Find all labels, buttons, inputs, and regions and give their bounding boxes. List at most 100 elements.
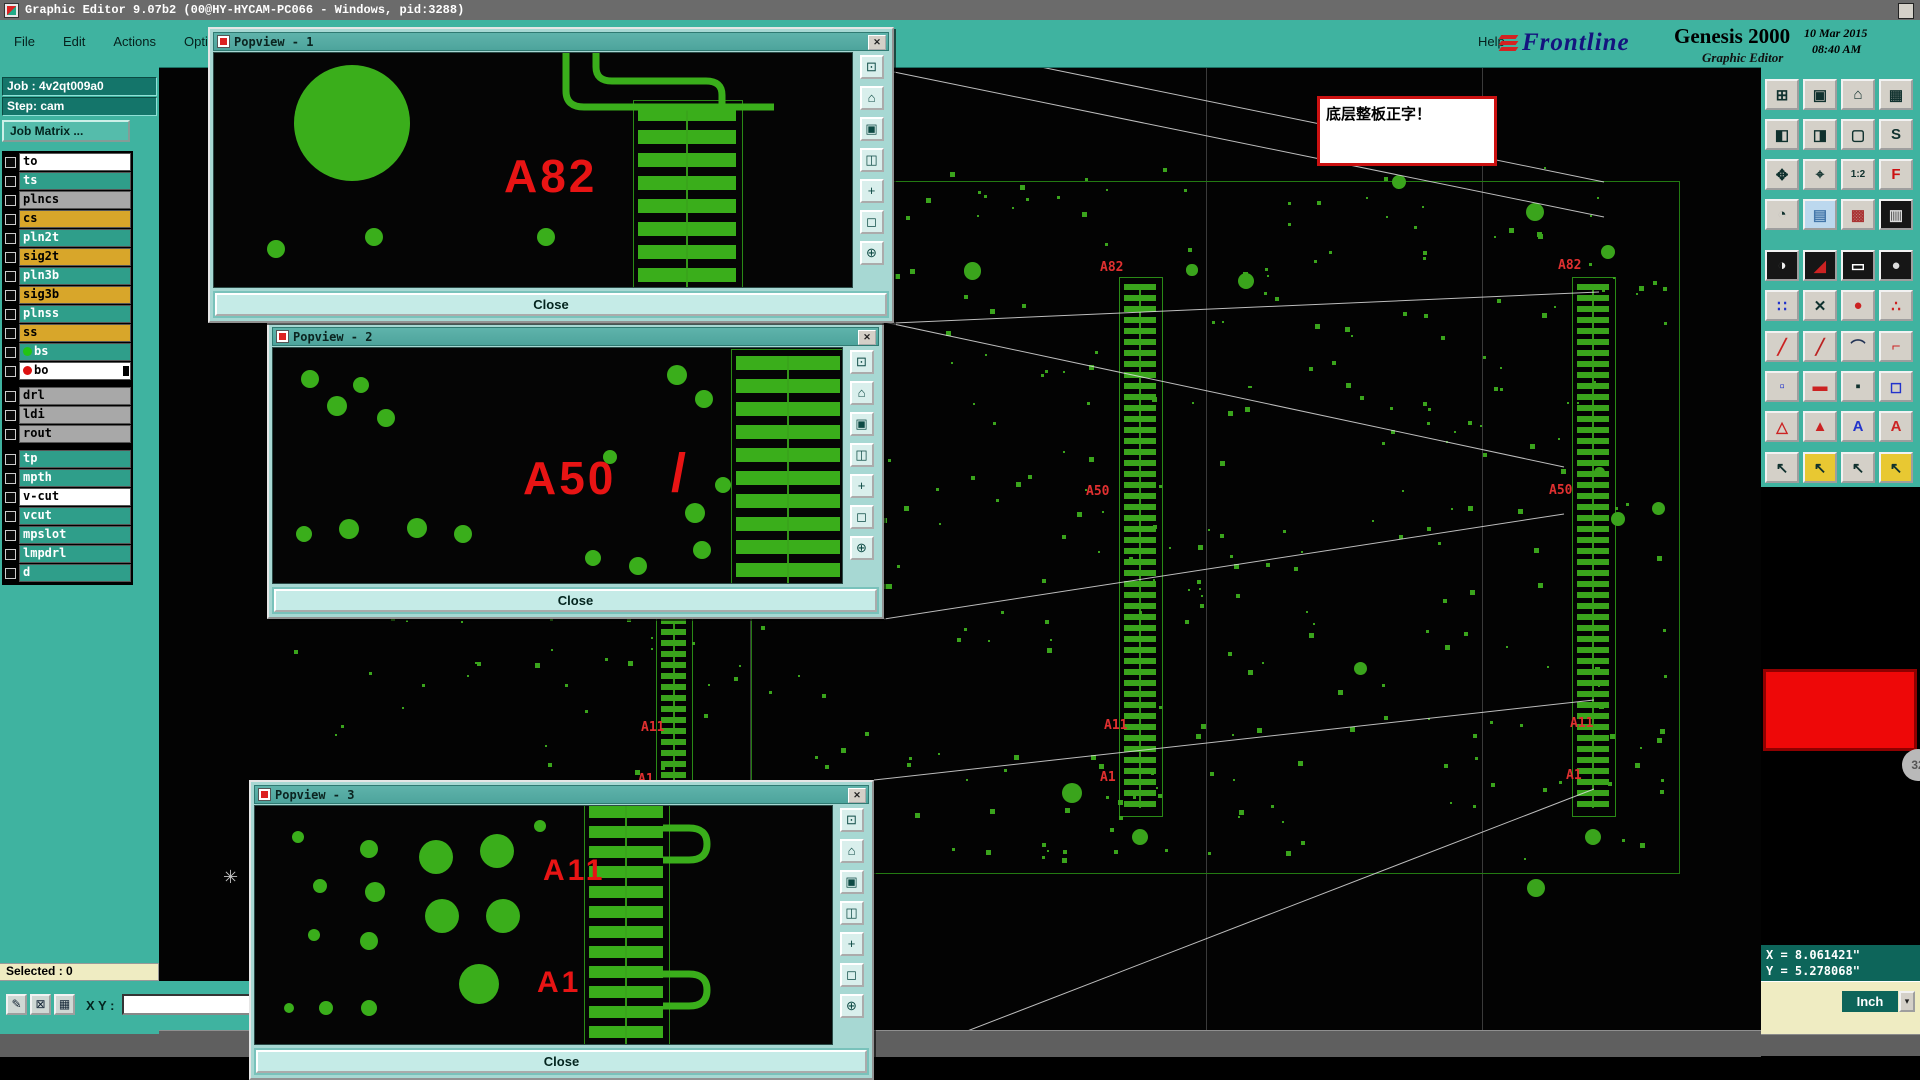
popview-window-2[interactable]: Popview - 2 ✕ A50/ ⊡⌂▣◫+◻⊕ Close (267, 322, 884, 619)
layer-row-cs[interactable]: cs (4, 210, 131, 228)
job-matrix-button[interactable]: Job Matrix ... (2, 120, 130, 142)
pv-pan-button[interactable]: ◫ (859, 148, 884, 172)
pv-screen-button[interactable]: ▣ (859, 117, 884, 141)
tool-rect-blue-button[interactable]: ▫ (1765, 371, 1799, 402)
tool-clock-button[interactable]: ◔ (1765, 199, 1799, 230)
popview-window-1[interactable]: Popview - 1 ✕ A82 ⊡ ⌂ ▣ ◫ + ◻ ⊕ Close (208, 27, 894, 323)
layer-row-bs[interactable]: bs (4, 343, 131, 361)
close-icon[interactable]: ✕ (858, 330, 876, 345)
tool-snap-button[interactable]: S (1879, 119, 1913, 150)
pv-home-button[interactable]: ⌂ (859, 86, 884, 110)
tool-fillet-button[interactable]: ⌐ (1879, 331, 1913, 362)
layer-row-v-cut[interactable]: v-cut (4, 488, 131, 506)
pv-zoom-in-button[interactable]: ⊕ (859, 241, 884, 265)
layer-checkbox[interactable] (5, 548, 16, 560)
xy-draw-button[interactable]: ✎ (6, 994, 27, 1015)
tool-center-button[interactable]: ⌖ (1803, 159, 1837, 190)
close-icon[interactable]: ✕ (848, 788, 866, 803)
popview-titlebar[interactable]: Popview - 3 ✕ (254, 785, 869, 804)
tool-dot-dark-button[interactable]: ● (1879, 250, 1913, 281)
layer-checkbox[interactable] (5, 194, 16, 206)
layer-checkbox[interactable] (5, 365, 16, 377)
tool-bar-red-button[interactable]: ▬ (1803, 371, 1837, 402)
tool-window-button[interactable]: ▢ (1841, 119, 1875, 150)
pv-fit-button[interactable]: ◻ (849, 505, 874, 529)
tool-contrast-button[interactable]: ◑ (1765, 250, 1799, 281)
popview-canvas[interactable]: A50/ (272, 347, 843, 584)
pv-fit-button[interactable]: ◻ (859, 210, 884, 234)
tool-move-button[interactable]: ✥ (1765, 159, 1799, 190)
layer-checkbox[interactable] (5, 491, 16, 503)
tool-pan-left-button[interactable]: ◧ (1765, 119, 1799, 150)
pv-screen-button[interactable]: ▣ (839, 870, 864, 894)
pv-pan-button[interactable]: ◫ (839, 901, 864, 925)
layer-row-bo[interactable]: bo (4, 362, 131, 380)
layer-row-vcut[interactable]: vcut (4, 507, 131, 525)
popview-titlebar[interactable]: Popview - 2 ✕ (272, 327, 879, 346)
pv-crosshair-button[interactable]: + (839, 932, 864, 956)
tool-delete-button[interactable]: ✕ (1803, 290, 1837, 321)
popview-close-button[interactable]: Close (215, 293, 887, 316)
layer-row-mpslot[interactable]: mpslot (4, 526, 131, 544)
tool-points-mixed-button[interactable]: ∴ (1879, 290, 1913, 321)
popview-canvas[interactable]: A82 (213, 52, 853, 288)
tool-screen-button[interactable]: ▣ (1803, 79, 1837, 110)
tool-grid-blue-button[interactable]: ▤ (1803, 199, 1837, 230)
layer-checkbox[interactable] (5, 270, 16, 282)
layer-checkbox[interactable] (5, 567, 16, 579)
layer-checkbox[interactable] (5, 409, 16, 421)
window-titlebar[interactable]: Graphic Editor 9.07b2 (00@HY-HYCAM-PC066… (0, 0, 1920, 20)
units-dropdown[interactable]: Inch (1842, 991, 1898, 1012)
layer-row-lmpdrl[interactable]: lmpdrl (4, 545, 131, 563)
tool-pointer-4-button[interactable]: ↖ (1879, 452, 1913, 483)
tool-rect-small-button[interactable]: ▪ (1841, 371, 1875, 402)
tool-pointer-1-button[interactable]: ↖ (1765, 452, 1799, 483)
chevron-down-icon[interactable]: ▾ (1899, 991, 1915, 1012)
menu-edit[interactable]: Edit (62, 34, 86, 49)
menu-file[interactable]: File (14, 34, 35, 49)
layer-row-pln2t[interactable]: pln2t (4, 229, 131, 247)
pv-zoom-window-button[interactable]: ⊡ (859, 55, 884, 79)
tool-grid-all-button[interactable]: ▦ (1879, 79, 1913, 110)
layer-row-mpth[interactable]: mpth (4, 469, 131, 487)
layer-checkbox[interactable] (5, 529, 16, 541)
tool-corner-button[interactable]: ◢ (1803, 250, 1837, 281)
layer-row-drl[interactable]: drl (4, 387, 131, 405)
layer-row-plncs[interactable]: plncs (4, 191, 131, 209)
pv-crosshair-button[interactable]: + (849, 474, 874, 498)
layer-row-ss[interactable]: ss (4, 324, 131, 342)
tool-text-a-red-button[interactable]: A (1879, 411, 1913, 442)
layer-checkbox[interactable] (5, 346, 16, 358)
layer-row-tp[interactable]: tp (4, 450, 131, 468)
layer-checkbox[interactable] (5, 510, 16, 522)
tool-grid-color-button[interactable]: ▩ (1841, 199, 1875, 230)
pv-zoom-in-button[interactable]: ⊕ (849, 536, 874, 560)
pv-home-button[interactable]: ⌂ (849, 381, 874, 405)
tool-text-a-button[interactable]: A (1841, 411, 1875, 442)
layer-checkbox[interactable] (5, 390, 16, 402)
layer-checkbox[interactable] (5, 327, 16, 339)
layer-row-to[interactable]: to (4, 153, 131, 171)
layer-checkbox[interactable] (5, 453, 16, 465)
tool-pan-right-button[interactable]: ◨ (1803, 119, 1837, 150)
window-control-icon[interactable] (1898, 3, 1914, 19)
tool-triangle-2-button[interactable]: ▲ (1803, 411, 1837, 442)
layer-row-pln3b[interactable]: pln3b (4, 267, 131, 285)
pv-zoom-window-button[interactable]: ⊡ (839, 808, 864, 832)
layer-row-sig2t[interactable]: sig2t (4, 248, 131, 266)
tool-line-thin-button[interactable]: ╱ (1803, 331, 1837, 362)
layer-checkbox[interactable] (5, 308, 16, 320)
tool-point-red-button[interactable]: ● (1841, 290, 1875, 321)
xy-clear-button[interactable]: ⊠ (30, 994, 51, 1015)
popview-titlebar[interactable]: Popview - 1 ✕ (213, 32, 889, 51)
popview-close-button[interactable]: Close (256, 1050, 867, 1073)
layer-checkbox[interactable] (5, 156, 16, 168)
layer-row-ts[interactable]: ts (4, 172, 131, 190)
close-icon[interactable]: ✕ (868, 35, 886, 50)
pv-screen-button[interactable]: ▣ (849, 412, 874, 436)
layer-row-sig3b[interactable]: sig3b (4, 286, 131, 304)
pv-crosshair-button[interactable]: + (859, 179, 884, 203)
tool-zoom-1-2-button[interactable]: 1:2 (1841, 159, 1875, 190)
menu-actions[interactable]: Actions (113, 34, 156, 49)
